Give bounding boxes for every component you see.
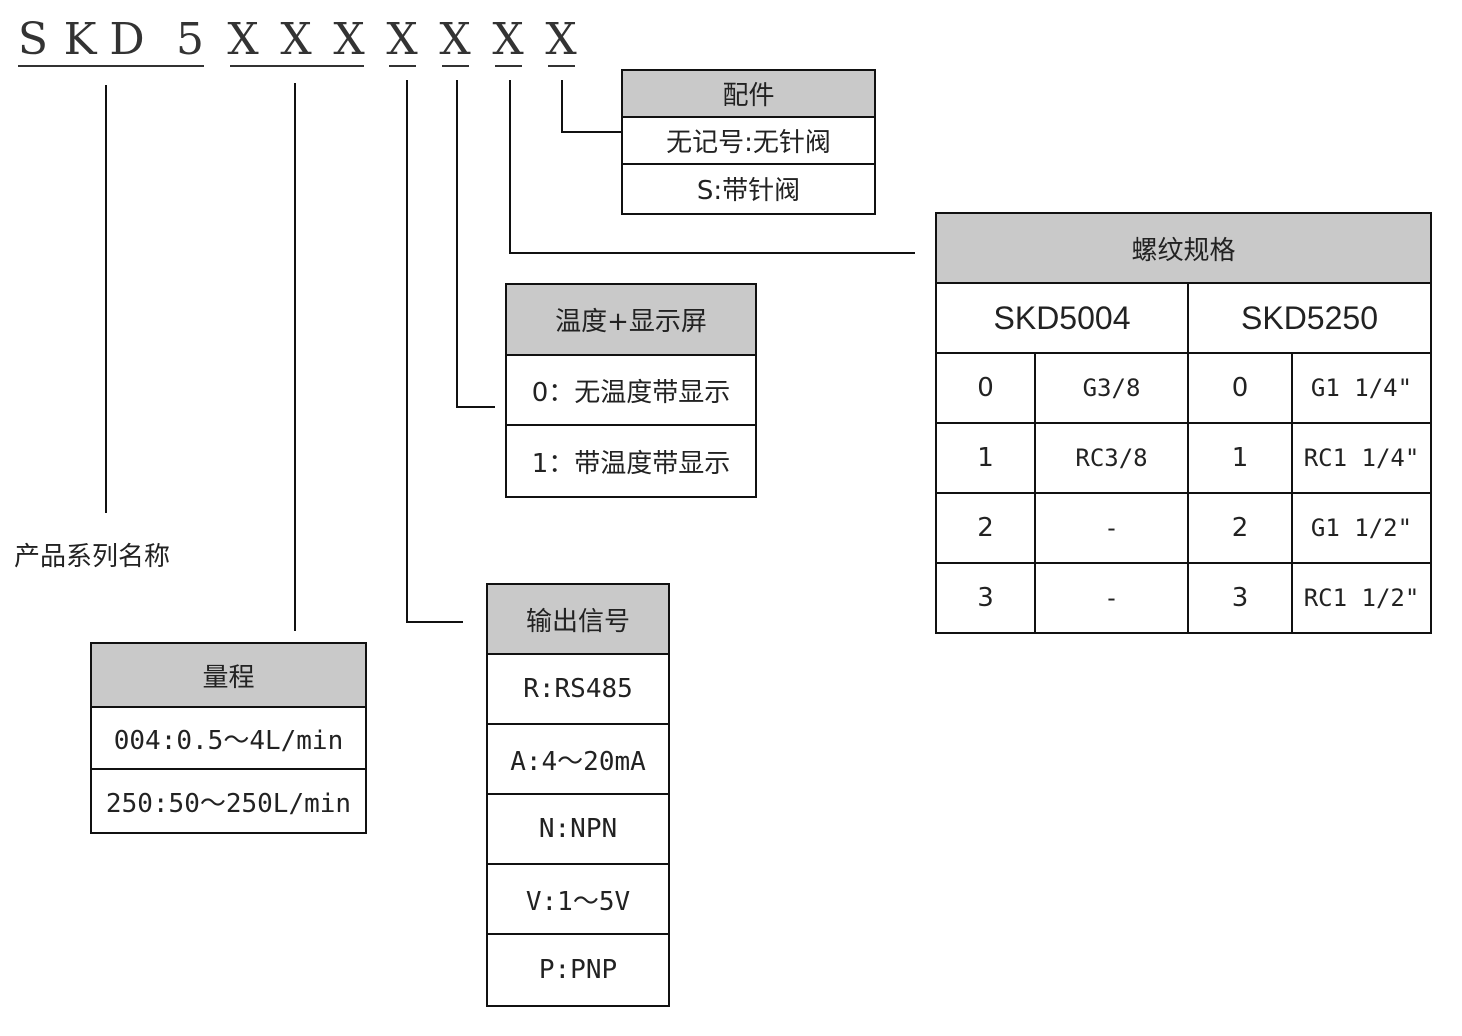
code-char-thread-x: X <box>492 14 524 65</box>
accessory-option: S:带针阀 <box>696 175 801 206</box>
accessory-option: 无记号:无针阀 <box>623 118 874 165</box>
thread-value-b: RC1 1/4" <box>1291 422 1432 494</box>
temperature-display-title: 温度+显示屏 <box>507 285 755 356</box>
range-option: 250:50～250L/min <box>105 788 352 819</box>
temperature-display-box: 温度+显示屏 0：无温度带显示 1：带温度带显示 <box>505 283 757 498</box>
thread-value-a: RC3/8 <box>1034 422 1189 494</box>
temp-connector-v <box>456 80 458 408</box>
accessory-box: 配件 无记号:无针阀 S:带针阀 <box>621 69 876 215</box>
thread-code-b: 2 <box>1187 492 1293 564</box>
output-signal-box: 输出信号 R:RS485 A:4～20mA N:NPN V:1～5V P:PNP <box>486 583 670 1007</box>
temp-connector-h <box>456 406 495 408</box>
thread-value-b: G1 1/2" <box>1291 492 1432 564</box>
range-title: 量程 <box>92 644 365 708</box>
thread-spec-title: 螺纹规格 <box>935 212 1432 284</box>
thread-code-b: 1 <box>1187 422 1293 494</box>
code-char-5: 5 <box>176 14 204 65</box>
thread-value-a: G3/8 <box>1034 352 1189 424</box>
thread-spec-table: 螺纹规格 SKD5004 SKD5250 0 G3/8 0 G1 1/4" 1 … <box>935 212 1432 634</box>
output-connector-h <box>406 621 463 623</box>
code-char-range-x1: X <box>227 14 259 65</box>
output-signal-option: N:NPN <box>488 795 668 865</box>
thread-value-a: - <box>1034 562 1189 634</box>
thread-code-b: 3 <box>1187 562 1293 634</box>
code-char-output-x: X <box>386 14 418 65</box>
thread-code-a: 2 <box>935 492 1036 564</box>
temp-underline <box>442 65 469 67</box>
thread-spec-model-a: SKD5004 <box>935 282 1189 354</box>
thread-value-b: RC1 1/2" <box>1291 562 1432 634</box>
thread-value-a: - <box>1034 492 1189 564</box>
output-underline <box>389 65 416 67</box>
output-signal-title: 输出信号 <box>488 585 668 655</box>
thread-spec-model-b: SKD5250 <box>1187 282 1432 354</box>
table-row: 0 G3/8 0 G1 1/4" <box>935 352 1432 424</box>
thread-connector-h <box>509 252 915 254</box>
range-connector <box>294 83 296 631</box>
code-char-accessory-x: X <box>545 14 577 65</box>
output-signal-option: P:PNP <box>538 955 618 985</box>
thread-connector-v <box>509 80 511 254</box>
thread-value-b: G1 1/4" <box>1291 352 1432 424</box>
range-underline <box>230 65 364 67</box>
range-option: 004:0.5～4L/min <box>92 708 365 770</box>
accessory-connector-h <box>561 131 621 133</box>
code-char-range-x3: X <box>333 14 365 65</box>
temperature-display-option: 0：无温度带显示 <box>507 356 755 426</box>
accessory-connector-v <box>561 80 563 133</box>
table-row: 1 RC3/8 1 RC1 1/4" <box>935 422 1432 494</box>
code-char-range-x2: X <box>280 14 312 65</box>
series-connector <box>105 85 107 513</box>
output-connector-v <box>406 80 408 623</box>
accessory-title: 配件 <box>623 71 874 118</box>
thread-code-a: 0 <box>935 352 1036 424</box>
thread-code-a: 3 <box>935 562 1036 634</box>
series-underline <box>18 65 204 67</box>
code-char-temp-x: X <box>439 14 471 65</box>
code-char-k: K <box>63 14 97 65</box>
output-signal-option: V:1～5V <box>488 865 668 935</box>
thread-spec-box: 螺纹规格 SKD5004 SKD5250 0 G3/8 0 G1 1/4" 1 … <box>935 212 1432 634</box>
range-box: 量程 004:0.5～4L/min 250:50～250L/min <box>90 642 367 834</box>
product-series-label: 产品系列名称 <box>14 542 171 572</box>
thread-code-b: 0 <box>1187 352 1293 424</box>
table-row: 3 - 3 RC1 1/2" <box>935 562 1432 634</box>
code-char-d: D <box>109 14 145 65</box>
code-char-s: S <box>17 14 49 65</box>
output-signal-option: R:RS485 <box>488 655 668 725</box>
temperature-display-option: 1：带温度带显示 <box>531 448 731 479</box>
accessory-underline <box>548 65 575 67</box>
output-signal-option: A:4～20mA <box>488 725 668 795</box>
thread-code-a: 1 <box>935 422 1036 494</box>
table-row: 2 - 2 G1 1/2" <box>935 492 1432 564</box>
thread-underline <box>495 65 522 67</box>
